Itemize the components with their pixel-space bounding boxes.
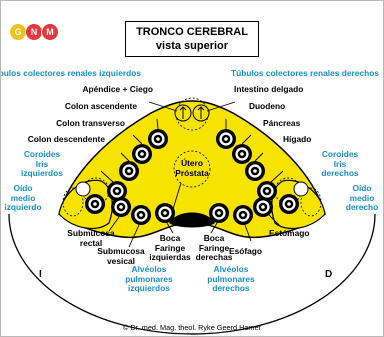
ring-colon-trans	[119, 161, 139, 181]
side-right-label: D	[325, 269, 333, 280]
gnm-logo: G N M	[9, 23, 59, 41]
ring-esofago	[233, 205, 253, 225]
label-colon-desc: Colon descendente	[27, 134, 105, 144]
ring-colon-asc	[132, 144, 152, 164]
label-apendice: Apéndice + Ciego	[82, 84, 153, 94]
ring-oido-izq	[85, 194, 105, 214]
label-esofago: Esófago	[229, 246, 263, 256]
organ-rings	[85, 129, 299, 225]
label-colon-trans: Colon transverso	[56, 118, 125, 128]
tubule-circles	[174, 104, 210, 122]
ring-submucosa-vesical	[131, 205, 151, 225]
label-pancreas: Páncreas	[263, 118, 301, 128]
label-estomago: Estómago	[269, 228, 310, 238]
ring-intestino	[216, 129, 236, 149]
title-box: TRONCO CEREBRAL vista superior	[125, 21, 259, 57]
coroides-circles	[75, 181, 309, 197]
central-dark-area	[169, 212, 215, 228]
leader-lines	[100, 101, 284, 248]
ring-apendice	[148, 129, 168, 149]
ring-oido-der	[279, 194, 299, 214]
side-left-label: I	[39, 269, 42, 280]
ring-colon-desc	[107, 181, 127, 201]
logo-letter-m: M	[41, 23, 59, 41]
label-higado: Hígado	[283, 134, 312, 144]
title-line-2: vista superior	[155, 40, 229, 52]
copyright: © Dr. med. Mag. theol. Ryke Geerd Hamer	[123, 323, 261, 332]
logo-letter-n: N	[25, 23, 43, 41]
label-intestino: Intestino delgado	[234, 84, 304, 94]
ring-boca-der	[209, 203, 229, 223]
ring-duodeno	[232, 144, 252, 164]
ring-higado	[257, 181, 277, 201]
title-line-1: TRONCO CEREBRAL	[136, 26, 248, 38]
label-duodeno: Duodeno	[249, 101, 286, 111]
section-outline	[8, 213, 376, 335]
ring-submucosa-rectal	[111, 197, 131, 217]
label-tubulos-izq: Túbulos colectores renales izquierdos	[0, 68, 141, 78]
label-colon-asc: Colon ascendente	[64, 101, 137, 111]
ring-boca-izq	[155, 203, 175, 223]
ring-pancreas	[245, 161, 265, 181]
label-tubulos-der: Túbulos colectores renales derechos	[231, 68, 380, 78]
ring-estomago	[253, 197, 273, 217]
